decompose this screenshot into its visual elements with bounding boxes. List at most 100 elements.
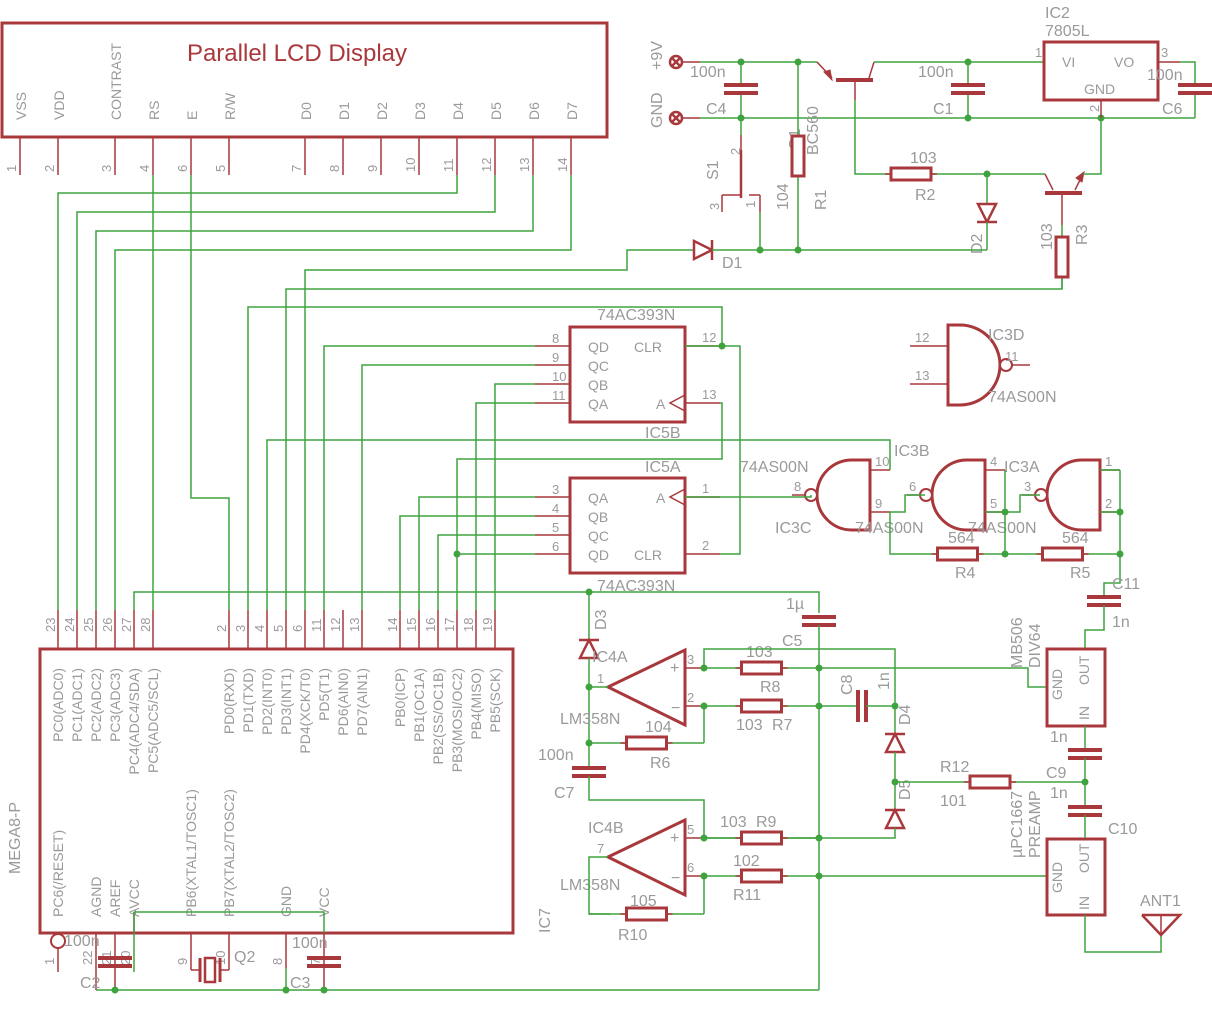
mcu-pin-number: 24 xyxy=(62,618,77,632)
label: R4 xyxy=(955,565,976,582)
resistor-r11 xyxy=(740,868,783,884)
wire xyxy=(1005,494,1040,513)
wire xyxy=(494,383,535,610)
divider-mb506 xyxy=(1045,647,1107,728)
label: LM358N xyxy=(560,711,620,728)
mcu-pin-number: 14 xyxy=(385,618,400,632)
lcd-pin-number: 12 xyxy=(479,158,494,172)
microcontroller-ic7 xyxy=(38,647,515,935)
label: 1n xyxy=(1050,785,1068,802)
label: 100n xyxy=(292,935,328,952)
label: D2 xyxy=(969,233,986,254)
mcu-pin-number: 26 xyxy=(100,618,115,632)
mcu-pin-name: PB3(MOSI/OC2) xyxy=(449,668,465,772)
resistor-r12 xyxy=(968,774,1012,790)
label: 1n xyxy=(1112,614,1130,631)
mcu-pin-name: PB6(XTAL1/TOSC1) xyxy=(183,789,199,917)
wire xyxy=(1103,470,1121,597)
lcd-pin-name: D0 xyxy=(298,102,314,120)
counter-pin-name: QC xyxy=(588,358,609,374)
wire xyxy=(889,512,910,555)
lcd-pin-number: 4 xyxy=(137,165,152,172)
lcd-pin-number: 5 xyxy=(213,165,228,172)
counter-pin-number: 5 xyxy=(552,520,559,535)
lcd-pin-number: 1 xyxy=(4,165,19,172)
label: 103 xyxy=(736,717,763,734)
capacitor-c4 xyxy=(724,83,758,95)
label: 1n xyxy=(876,672,893,690)
mcu-pin-name: PC5(ADC5/SCL) xyxy=(145,668,161,773)
label: S1 xyxy=(705,160,722,180)
label: 2 xyxy=(728,148,743,155)
mcu-pin-name: PB5(SCK) xyxy=(487,668,503,733)
label: 564 xyxy=(1062,530,1089,547)
wire xyxy=(418,496,535,610)
diode-triangle xyxy=(883,731,907,754)
label: IC2 xyxy=(1045,5,1070,22)
label: R9 xyxy=(756,814,777,831)
label: 5 xyxy=(687,822,694,837)
lcd-pin-name: D1 xyxy=(336,102,352,120)
mcu-pin-number: 25 xyxy=(81,618,96,632)
diode-d1 xyxy=(692,238,715,262)
mcu-ref: IC7 xyxy=(537,908,554,933)
label: 12 xyxy=(702,330,716,345)
mcu-pin-number: 2 xyxy=(214,625,229,632)
label: GND xyxy=(1049,862,1065,893)
label: D1 xyxy=(722,255,743,272)
opamp-ic4b xyxy=(604,817,687,898)
label: 100n xyxy=(64,933,100,950)
lcd-pin-name: CONTRAST xyxy=(108,43,124,120)
mcu-pin-number: 13 xyxy=(347,618,362,632)
wire xyxy=(1084,605,1105,649)
label: ANT1 xyxy=(1140,893,1181,910)
label: 7 xyxy=(597,841,604,856)
lcd-pin-number: 8 xyxy=(327,165,342,172)
mcu-pin-name: AGND xyxy=(88,877,104,917)
label: CLR xyxy=(634,339,662,355)
capacitor-c5 xyxy=(802,615,836,627)
label: 103 xyxy=(910,150,937,167)
mcu-pin-name: PC1(ADC1) xyxy=(69,668,85,742)
resistor-r6 xyxy=(625,735,668,751)
label: 1 xyxy=(702,481,709,496)
label: 1µ xyxy=(786,596,804,613)
label: 1 xyxy=(1035,45,1042,60)
capacitor-c7 xyxy=(572,766,606,778)
mcu-pin-number: 27 xyxy=(119,618,134,632)
label: 564 xyxy=(948,530,975,547)
mcu-pin-number: 16 xyxy=(423,618,438,632)
label: C2 xyxy=(80,975,101,992)
label: 2 xyxy=(1087,105,1102,112)
terminal-x xyxy=(671,113,681,123)
mcu-pin-name: GND xyxy=(278,886,294,917)
plus-sign: + xyxy=(670,660,679,677)
counter-pin-number: 3 xyxy=(552,482,559,497)
counter-ic5a xyxy=(568,476,687,575)
wire xyxy=(133,591,820,613)
lcd-pin-name: RS xyxy=(146,101,162,120)
wire xyxy=(304,249,693,610)
label: 1 xyxy=(1105,454,1112,469)
label: D3 xyxy=(593,609,610,630)
wire xyxy=(703,648,896,706)
label: PREAMP xyxy=(1027,790,1044,858)
wire xyxy=(475,402,535,610)
lcd-pin-name: D3 xyxy=(412,102,428,120)
label: R7 xyxy=(772,717,793,734)
wire xyxy=(456,553,535,610)
resistor-r10 xyxy=(625,906,668,922)
mcu-pin-name: PD4(XCK/T0) xyxy=(297,668,313,754)
mcu-pin-name: PB4(MISO) xyxy=(468,668,484,740)
label: C9 xyxy=(1046,765,1067,782)
clock-input-icon xyxy=(668,488,686,506)
mcu-pin-name: AVCC xyxy=(126,879,142,917)
mcu-pin-number: 8 xyxy=(270,958,285,965)
label: VI xyxy=(1062,54,1075,70)
resistor-r9 xyxy=(740,830,783,846)
wire xyxy=(819,667,1047,688)
label: 100n xyxy=(690,64,726,81)
mcu-pin-name: PB7(XTAL2/TOSC2) xyxy=(221,789,237,917)
lcd-pin-name: D4 xyxy=(450,102,466,120)
